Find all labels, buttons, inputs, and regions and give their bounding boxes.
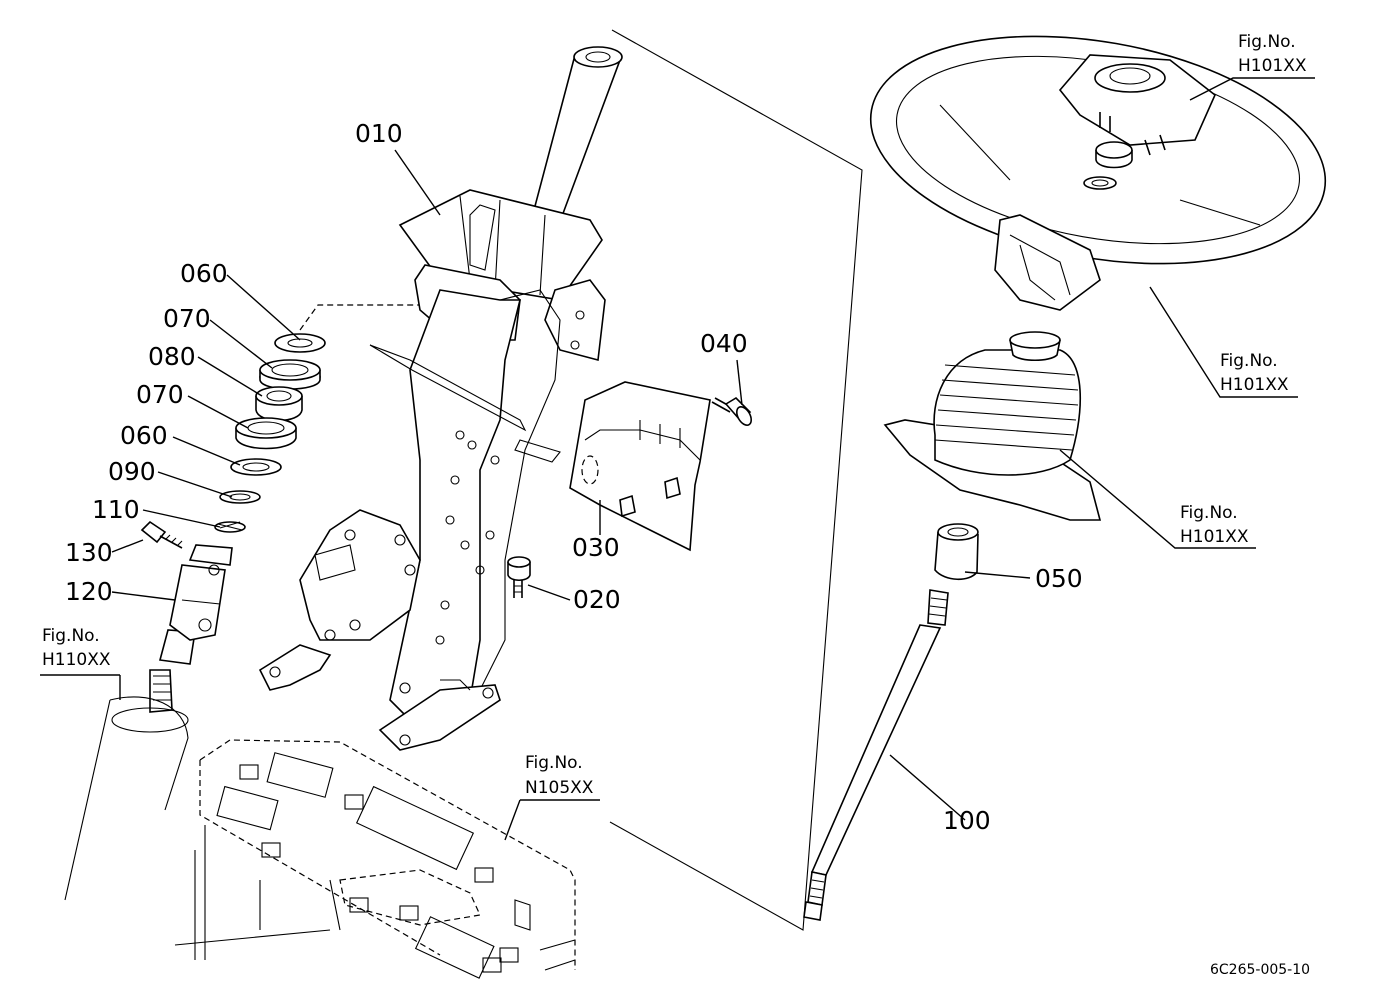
part-label-060-upper: 060 (180, 259, 228, 288)
part-label-120: 120 (65, 577, 113, 606)
fig-ref-label-floor: Fig.No. (525, 753, 583, 773)
floor-plate (174, 739, 576, 979)
fig-ref-label-wheel-top: Fig.No. (1238, 32, 1296, 52)
universal-joint (158, 544, 233, 665)
part-label-070-upper: 070 (163, 304, 211, 333)
part-label-020: 020 (573, 585, 621, 614)
part-label-080: 080 (148, 342, 196, 371)
part-label-130: 130 (65, 538, 113, 567)
bolt-040 (711, 396, 753, 426)
leader-lines (40, 77, 1315, 841)
steering-shaft (803, 589, 949, 921)
diagram-id: 6C265-005-10 (1210, 962, 1310, 978)
bolt-130 (140, 520, 183, 549)
steering-boot (883, 331, 1102, 521)
part-label-060-lower: 060 (120, 421, 168, 450)
bearing-stack (214, 304, 520, 533)
column-tube (529, 46, 623, 237)
fig-ref-boot: H101XX (1180, 527, 1249, 547)
fig-ref-label-boot: Fig.No. (1180, 503, 1238, 523)
column-bracket (258, 189, 606, 751)
fig-ref-gearbox: H110XX (42, 650, 111, 670)
fig-ref-label-gearbox: Fig.No. (42, 626, 100, 646)
gearbox-housing (64, 669, 189, 901)
panel-outline (609, 29, 863, 931)
fig-ref-wheel-mid: H101XX (1220, 375, 1289, 395)
plate-030 (569, 381, 711, 552)
fig-ref-label-wheel-mid: Fig.No. (1220, 351, 1278, 371)
part-label-090: 090 (108, 457, 156, 486)
part-label-040: 040 (700, 329, 748, 358)
fig-ref-floor: N105XX (525, 778, 594, 798)
part-label-010: 010 (355, 119, 403, 148)
bolt-020 (507, 556, 531, 598)
bushing-050 (934, 523, 979, 581)
steering-wheel (869, 35, 1327, 311)
part-label-110: 110 (92, 495, 140, 524)
part-label-050: 050 (1035, 564, 1083, 593)
part-label-100: 100 (943, 806, 991, 835)
part-label-030: 030 (572, 533, 620, 562)
part-label-070-lower: 070 (136, 380, 184, 409)
fig-ref-wheel-top: H101XX (1238, 56, 1307, 76)
